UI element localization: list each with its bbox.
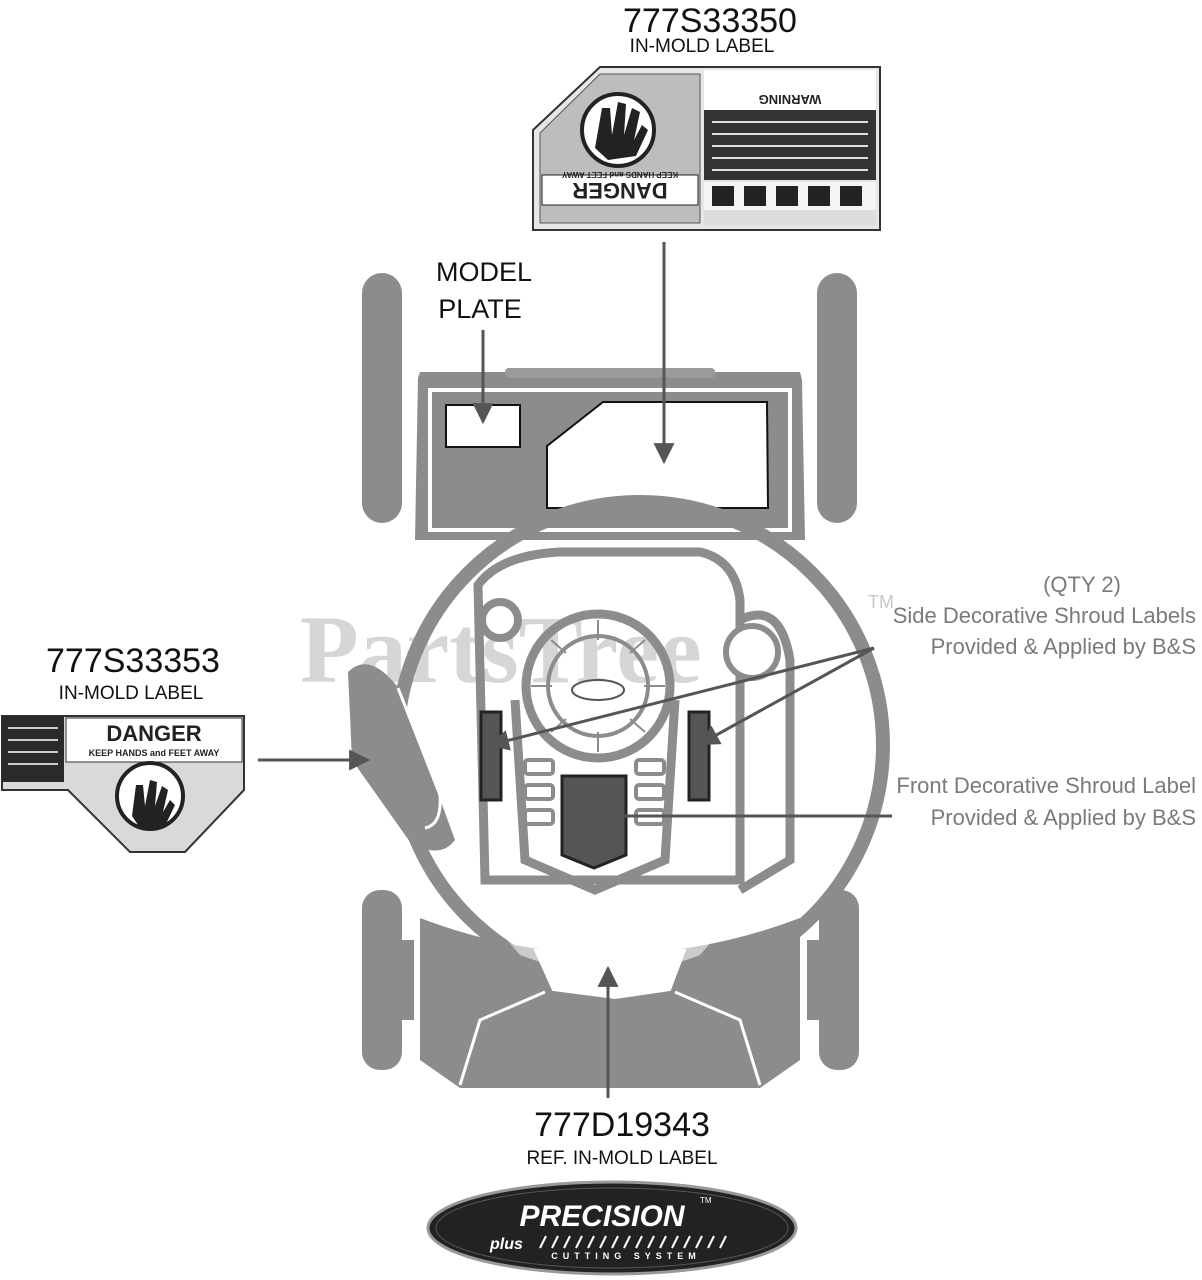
arrow-side-right	[698, 646, 875, 746]
side-callout-line2: Provided & Applied by B&S	[931, 634, 1196, 659]
left-grip	[348, 664, 455, 851]
model-plate-line2: PLATE	[438, 294, 522, 324]
front-callout-line1: Front Decorative Shroud Label	[896, 773, 1196, 798]
part-labels: 777S33350 IN-MOLD LABEL MODEL PLATE 777S…	[46, 2, 797, 1169]
top-decal-danger-word: DANGER	[572, 178, 667, 203]
top-decal-danger-sub: KEEP HANDS and FEET AWAY	[561, 170, 678, 179]
bottom-part-desc: REF. IN-MOLD LABEL	[526, 1148, 717, 1169]
top-part-desc: IN-MOLD LABEL	[630, 36, 775, 57]
mower	[348, 273, 890, 1088]
side-shroud-slot-left	[479, 710, 503, 802]
front-label-slot	[533, 949, 687, 1000]
precision-tm: TM	[700, 1196, 712, 1205]
left-part-number: 777S33353	[46, 642, 220, 680]
top-decal-warning-word: WARNING	[759, 92, 822, 107]
model-plate-line1: MODEL	[436, 257, 532, 287]
side-callout-line1: Side Decorative Shroud Labels	[893, 603, 1196, 628]
left-decal-danger-word: DANGER	[106, 721, 201, 746]
precision-brand-text: PRECISION	[519, 1200, 685, 1233]
precision-plus-logo: PRECISION TM plus CUTTING SYSTEM	[426, 1180, 798, 1276]
hand-icon	[132, 780, 175, 828]
arrow-side-left	[487, 646, 875, 751]
fuel-cap	[723, 623, 781, 681]
side-shroud-slot-right	[687, 710, 711, 802]
oil-cap	[478, 598, 522, 642]
front-wheel-right	[819, 890, 859, 1070]
leader-lines	[258, 242, 892, 1098]
left-part-desc: IN-MOLD LABEL	[59, 683, 204, 704]
top-part-number: 777S33350	[623, 2, 797, 40]
left-decal-danger-sub: KEEP HANDS and FEET AWAY	[89, 748, 220, 758]
precision-tag-text: CUTTING SYSTEM	[551, 1251, 701, 1261]
front-callout-line2: Provided & Applied by B&S	[931, 805, 1196, 830]
rear-wheel-left	[362, 273, 402, 523]
hand-icon	[595, 102, 648, 160]
side-callout-qty: (QTY 2)	[1043, 572, 1121, 597]
front-shroud-slot	[560, 774, 628, 870]
precision-plus-text: plus	[489, 1236, 523, 1253]
front-bumper	[420, 918, 800, 1088]
shroud-callouts: (QTY 2) Side Decorative Shroud Labels Pr…	[893, 572, 1196, 830]
engine-badge	[571, 679, 625, 701]
rear-panel	[415, 368, 805, 540]
rear-wheel-right	[817, 273, 857, 523]
front-wheel-left	[362, 890, 402, 1070]
watermark-tm: TM	[868, 592, 894, 612]
left-in-mold-decal: DANGER KEEP HANDS and FEET AWAY	[1, 715, 245, 853]
bottom-part-number: 777D19343	[534, 1106, 710, 1144]
top-in-mold-decal: DANGER KEEP HANDS and FEET AWAY WARNING	[532, 66, 881, 231]
